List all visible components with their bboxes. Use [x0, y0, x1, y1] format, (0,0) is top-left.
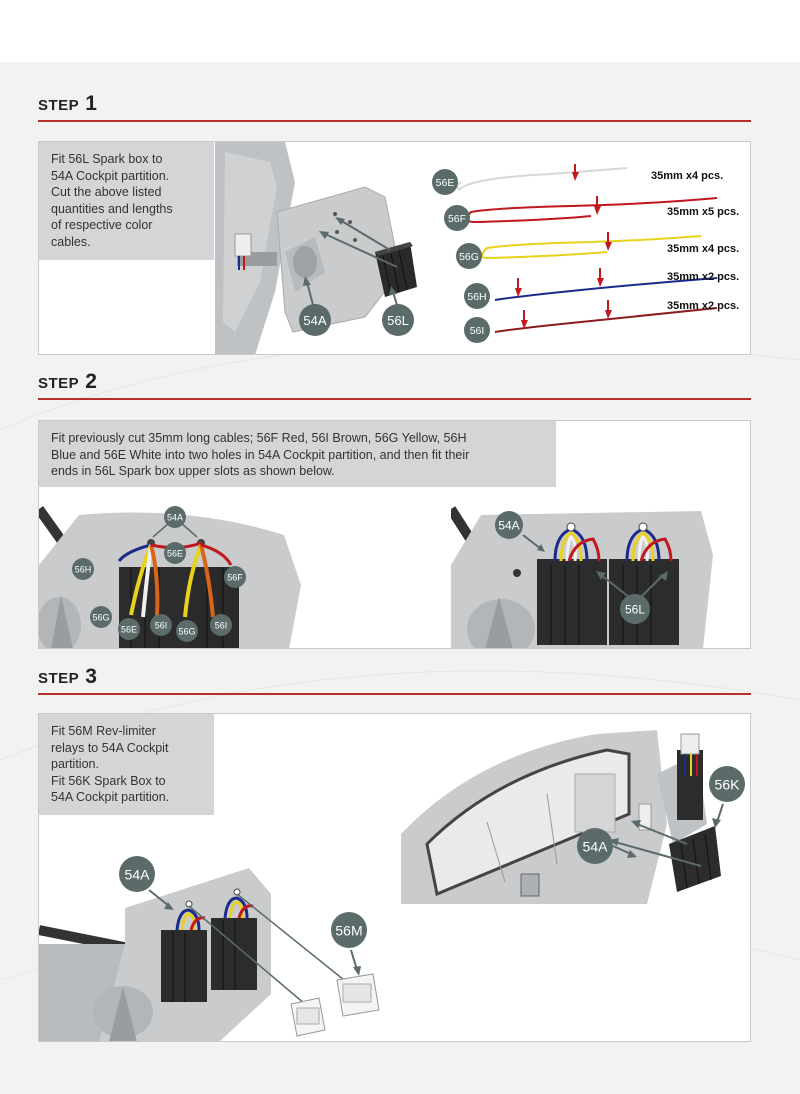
- step-word: step: [38, 375, 80, 392]
- svg-text:54A: 54A: [583, 839, 609, 855]
- step-divider: [38, 693, 751, 695]
- cable-code: 56I: [470, 325, 485, 337]
- step-3-header: step 3: [38, 665, 751, 695]
- spark-box-56l: [375, 242, 417, 297]
- step-word: step: [38, 670, 80, 687]
- step-2-header: step 2: [38, 370, 751, 400]
- cable-quantity: 35mm x4 pcs.: [667, 243, 740, 255]
- cable-cut-list: 56E 56F 56G: [431, 150, 749, 350]
- svg-text:56I: 56I: [155, 621, 168, 631]
- callout-56g: 56G: [90, 606, 112, 628]
- cable-code: 56E: [436, 177, 455, 189]
- callout-54a: 54A: [495, 511, 545, 552]
- step-divider: [38, 120, 751, 122]
- step-number: 2: [85, 370, 97, 393]
- callout-54a: 54A: [577, 828, 637, 864]
- callout-54a: 54A: [299, 304, 331, 336]
- cable-quantity: 35mm x2 pcs.: [667, 271, 740, 283]
- step-2-panel: Fit previously cut 35mm long cables; 56F…: [38, 420, 751, 649]
- svg-text:56K: 56K: [715, 777, 741, 793]
- step-1-panel: 54A 56L Fit 56L Spark box to 54A Cockpit…: [38, 141, 751, 355]
- step-3-spark-box-illustration: 56K 54A: [397, 714, 750, 914]
- cable-56h: 56H: [464, 268, 718, 309]
- cable-56e: 56E: [432, 164, 628, 195]
- svg-text:56L: 56L: [625, 603, 645, 617]
- svg-text:56F: 56F: [227, 573, 243, 583]
- callout-56h: 56H: [72, 558, 94, 580]
- cable-quantity: 35mm x5 pcs.: [667, 206, 740, 218]
- step-3-panel: 56K 54A: [38, 713, 751, 1042]
- step-1-instruction: Fit 56L Spark box to 54A Cockpit partiti…: [39, 142, 214, 260]
- cable-quantity: 35mm x2 pcs.: [667, 300, 740, 312]
- svg-text:56E: 56E: [167, 549, 183, 559]
- relay-56m: [290, 997, 326, 1037]
- step-number: 1: [85, 92, 97, 115]
- cable-56g: 56G: [456, 232, 702, 269]
- cable-code: 56F: [448, 213, 466, 225]
- svg-text:56M: 56M: [335, 923, 362, 939]
- svg-text:56G: 56G: [178, 627, 195, 637]
- svg-text:54A: 54A: [125, 867, 151, 883]
- callout-label: 56L: [387, 313, 409, 328]
- callout-56l: 56L: [596, 571, 668, 624]
- callout-56m: 56M: [331, 912, 367, 976]
- svg-text:54A: 54A: [167, 513, 183, 523]
- callout-label: 54A: [303, 313, 326, 328]
- callout-56i: 56I: [150, 614, 172, 636]
- callout-54a: 54A: [119, 856, 174, 910]
- callout-56l: 56L: [382, 304, 414, 336]
- step-word: step: [38, 97, 80, 114]
- relay-56m: [336, 973, 380, 1017]
- top-band: [0, 0, 800, 62]
- step-3-instruction: Fit 56M Rev-limiter relays to 54A Cockpi…: [39, 714, 214, 815]
- step-2-cable-routing-illustration: 54A 56E 56H 56F 56G 56E: [39, 505, 309, 648]
- callout-56e: 56E: [118, 618, 140, 640]
- callout-56i: 56I: [210, 614, 232, 636]
- cable-56f: 56F: [444, 196, 718, 231]
- step-number: 3: [85, 665, 97, 688]
- svg-text:56E: 56E: [121, 625, 137, 635]
- step-divider: [38, 398, 751, 400]
- svg-text:54A: 54A: [498, 519, 519, 533]
- step-3-relay-illustration: 54A 56M: [39, 834, 399, 1041]
- step-1-header: step 1: [38, 92, 751, 122]
- step-1-assembly-illustration: 54A 56L: [215, 142, 435, 354]
- svg-text:56G: 56G: [92, 613, 109, 623]
- callout-56k: 56K: [709, 766, 745, 828]
- callout-56f: 56F: [224, 566, 246, 588]
- cable-code: 56G: [459, 251, 479, 263]
- cable-56i: 56I: [464, 300, 718, 343]
- step-2-spark-box-illustration: 54A 56L: [451, 505, 750, 648]
- callout-56g: 56G: [176, 620, 198, 642]
- callout-56e: 56E: [164, 542, 186, 564]
- step-2-instruction: Fit previously cut 35mm long cables; 56F…: [39, 421, 556, 487]
- svg-text:56H: 56H: [75, 565, 92, 575]
- cable-quantity: 35mm x4 pcs.: [651, 170, 724, 182]
- svg-text:56I: 56I: [215, 621, 228, 631]
- cable-code: 56H: [467, 291, 486, 303]
- callout-54a: 54A: [152, 506, 198, 538]
